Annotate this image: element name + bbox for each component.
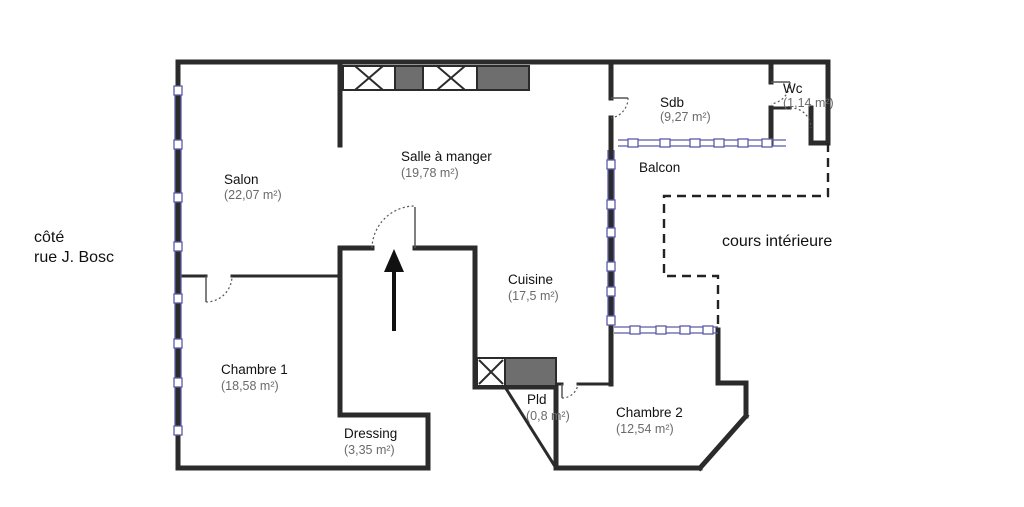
door-pld	[561, 383, 579, 399]
room-name-salle-a-manger: Salle à manger	[401, 149, 492, 164]
window-chambre2	[614, 325, 718, 335]
room-area-dressing: (3,35 m²)	[344, 443, 395, 457]
room-area-pld: (0,8 m²)	[526, 409, 570, 423]
room-area-salon: (22,07 m²)	[224, 188, 282, 202]
room-name-sdb: Sdb	[660, 95, 684, 110]
room-area-salle-a-manger: (19,78 m²)	[401, 166, 459, 180]
courtyard-label: cours intérieure	[722, 233, 832, 250]
room-name-balcon: Balcon	[639, 160, 680, 175]
street-label-line1: côté	[34, 229, 64, 246]
room-name-pld: Pld	[527, 392, 547, 407]
room-area-wc: (1,14 m²)	[783, 96, 834, 110]
balcony-outline	[662, 143, 830, 330]
kitchen-units-bottom	[476, 357, 557, 387]
window-left	[173, 85, 183, 436]
room-name-salon: Salon	[224, 172, 259, 187]
room-name-chambre2: Chambre 2	[616, 405, 683, 420]
street-label-line2: rue J. Bosc	[34, 249, 114, 266]
room-name-wc: Wc	[783, 81, 803, 96]
door-entrance	[371, 205, 416, 249]
room-area-sdb: (9,27 m²)	[660, 110, 711, 124]
room-name-chambre1: Chambre 1	[221, 362, 288, 377]
kitchen-units-top	[342, 65, 530, 91]
entrance-arrow-icon	[384, 249, 404, 331]
door-chambre1	[205, 275, 233, 303]
interior-walls	[176, 59, 831, 472]
room-area-chambre1: (18,58 m²)	[221, 379, 279, 393]
room-area-cuisine: (17,5 m²)	[508, 289, 559, 303]
outer-walls	[175, 59, 831, 471]
door-wc-lower	[789, 107, 812, 129]
window-cuisine	[606, 150, 616, 326]
door-wc	[770, 81, 791, 105]
room-area-chambre2: (12,54 m²)	[616, 422, 674, 436]
room-name-cuisine: Cuisine	[508, 272, 553, 287]
window-balcony-top	[618, 138, 786, 148]
door-sdb	[610, 97, 629, 119]
room-name-dressing: Dressing	[344, 426, 397, 441]
